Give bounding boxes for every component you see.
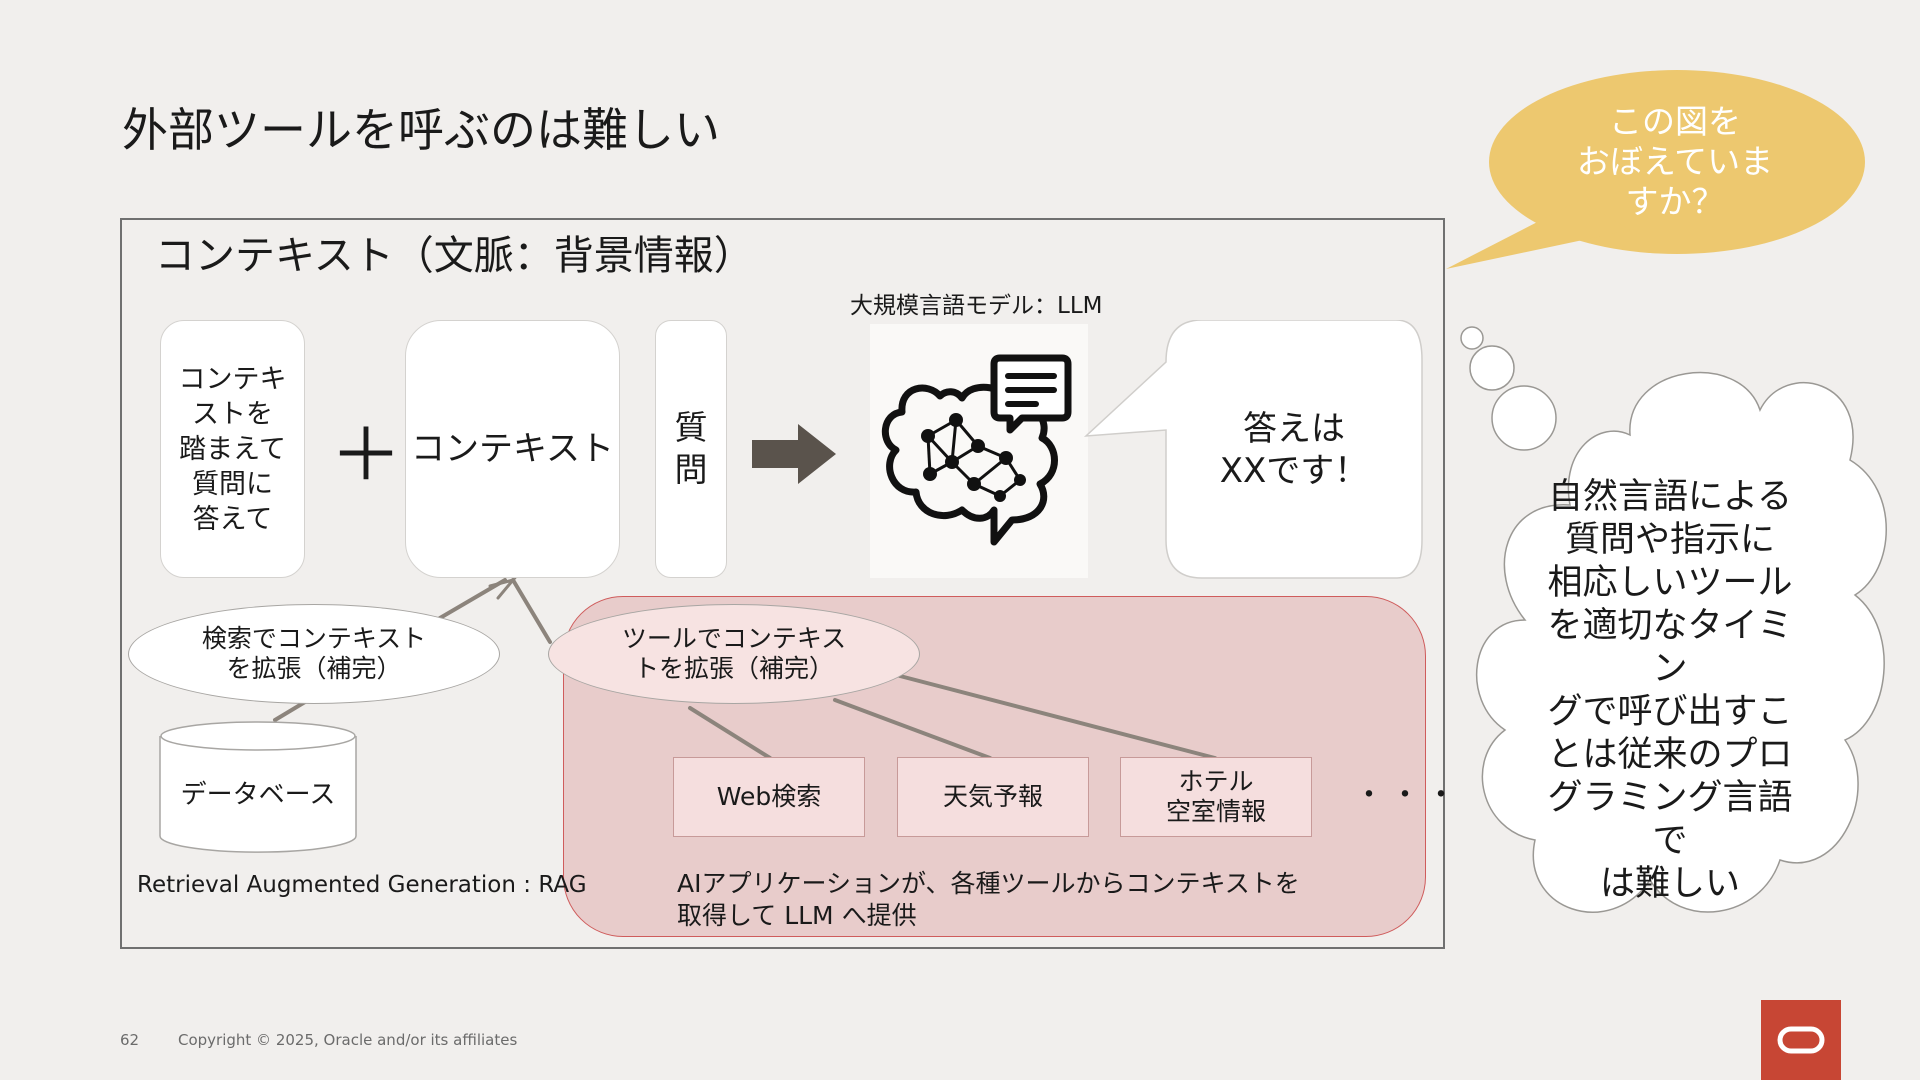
slide-title: 外部ツールを呼ぶのは難しい	[122, 103, 720, 157]
tool-ellipse: ツールでコンテキス トを拡張（補完）	[548, 604, 920, 704]
oracle-logo-icon	[1777, 1026, 1825, 1054]
prompt-box: コンテキ ストを 踏まえて 質問に 答えて	[160, 320, 305, 578]
speech-bubble-text: この図を おぼえていま すか？	[1576, 102, 1774, 221]
rag-label: Retrieval Augmented Generation : RAG	[137, 872, 587, 898]
question-box: 質 問	[655, 320, 727, 578]
context-box: コンテキスト	[405, 320, 620, 578]
ai-app-note: AIアプリケーションが、各種ツールからコンテキストを 取得して LLM へ提供	[677, 869, 1300, 930]
tool-web-search: Web検索	[673, 757, 865, 837]
llm-label: 大規模言語モデル：LLM	[850, 293, 1103, 319]
oracle-logo	[1761, 1000, 1841, 1080]
tool-hotel-vacancy: ホテル 空室情報	[1120, 757, 1312, 837]
context-frame-title: コンテキスト（文脈：背景情報）	[155, 233, 754, 279]
more-tools-ellipsis: ・・・	[1354, 778, 1462, 813]
brain-network-chat-icon	[881, 354, 1072, 546]
copyright: Copyright © 2025, Oracle and/or its affi…	[178, 1031, 518, 1049]
context-frame	[120, 218, 1445, 949]
tool-weather: 天気予報	[897, 757, 1089, 837]
answer-bubble-text: 答えは XXです！	[1219, 409, 1369, 491]
search-ellipse: 検索でコンテキスト を拡張（補完）	[128, 604, 500, 704]
speech-bubble-shape	[1446, 70, 1865, 269]
right-arrow-icon	[752, 424, 836, 484]
database-label: データベース	[180, 780, 336, 810]
thought-cloud-text: 自然言語による 質問や指示に 相応しいツール を適切なタイミン グで呼び出すこ …	[1547, 477, 1793, 904]
plus-sign: ＋	[330, 413, 403, 497]
database-icon	[159, 721, 357, 853]
llm-box	[870, 324, 1088, 578]
thought-cloud-shape	[1460, 326, 1887, 913]
page-number: 62	[120, 1031, 140, 1049]
answer-bubble-shape	[1083, 320, 1423, 579]
